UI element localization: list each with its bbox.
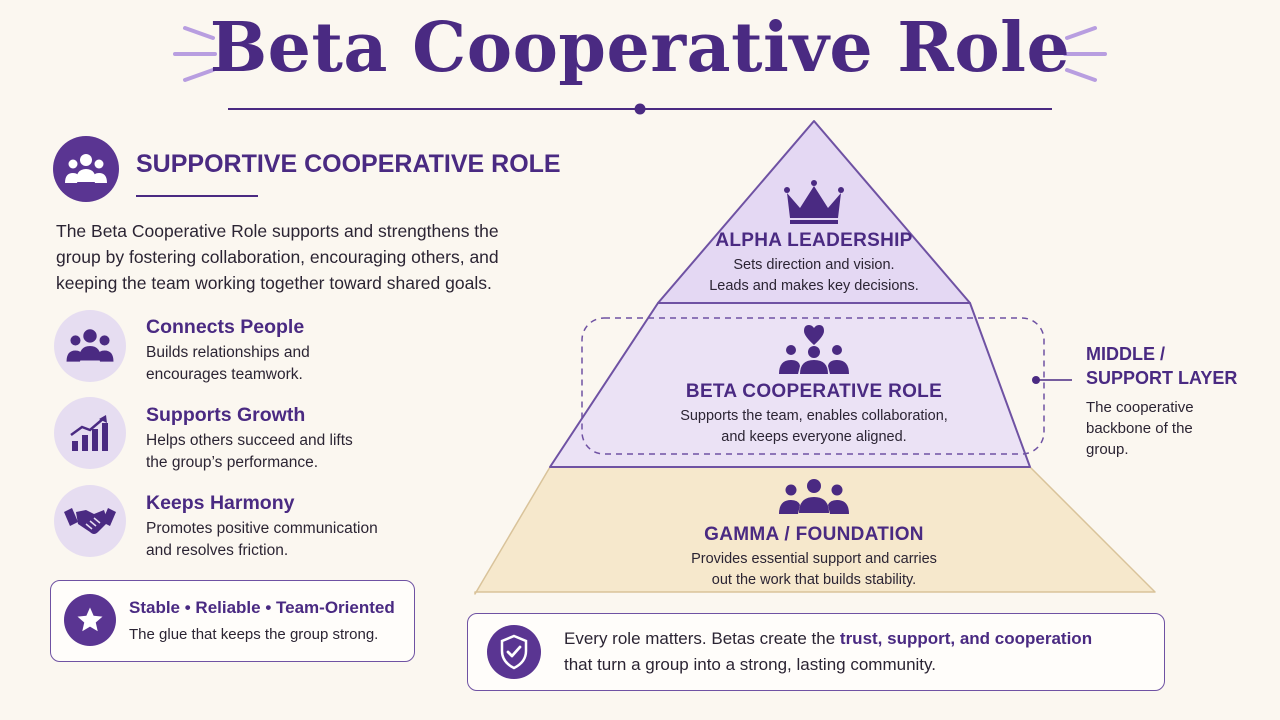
feature-desc-line: and resolves friction. [146, 542, 289, 559]
alpha-desc-line: Sets direction and vision. [733, 257, 895, 273]
beta-desc-line: and keeps everyone aligned. [721, 429, 907, 445]
side-label-title: MIDDLE / [1086, 344, 1165, 364]
feature-growth: Supports Growth Helps others succeed and… [146, 404, 353, 474]
crown-icon [784, 180, 844, 224]
alpha-desc-line: Leads and makes key decisions. [709, 278, 919, 294]
alpha-title: ALPHA LEADERSHIP [715, 230, 913, 251]
traits-box: Stable • Reliable • Team-Oriented The gl… [50, 580, 415, 662]
gamma-title: GAMMA / FOUNDATION [704, 524, 924, 545]
footer-prefix: Every role matters. Betas create the [564, 629, 836, 648]
shield-check-icon [487, 625, 541, 679]
feature-desc-line: encourages teamwork. [146, 366, 303, 383]
footer-highlight: trust, support, and cooperation [839, 629, 1093, 648]
intro-text: The Beta Cooperative Role supports and s… [56, 221, 499, 293]
footer-box: Every role matters. Betas create the tru… [467, 613, 1165, 691]
footer-line-2: that turn a group into a strong, lasting… [564, 655, 936, 674]
feature-desc-line: the group’s performance. [146, 454, 319, 471]
traits-title: Stable • Reliable • Team-Oriented [129, 598, 395, 617]
feature-connects: Connects People Builds relationships and… [146, 316, 310, 386]
growth-chart-icon [70, 415, 108, 451]
footer-line-1: Every role matters. Betas create the tru… [564, 629, 1092, 649]
feature-icon-harmony [54, 485, 126, 557]
feature-desc-line: Promotes positive communication [146, 520, 378, 537]
side-label: MIDDLE / SUPPORT LAYER The cooperative b… [1086, 342, 1266, 460]
heading-underline [136, 195, 258, 197]
feature-desc-line: Helps others succeed and lifts [146, 432, 353, 449]
pyramid-beta-text: BETA COOPERATIVE ROLE Supports the team,… [620, 381, 1008, 448]
section-icon [53, 136, 119, 202]
feature-icon-growth [54, 397, 126, 469]
side-label-desc: backbone of the [1086, 420, 1193, 437]
feature-icon-connects [54, 310, 126, 382]
people-group-icon [66, 329, 114, 362]
people-group-icon [779, 479, 849, 514]
side-label-desc: The cooperative [1086, 399, 1194, 416]
beta-title: BETA COOPERATIVE ROLE [685, 381, 943, 402]
section-heading: SUPPORTIVE COOPERATIVE ROLE [136, 150, 561, 178]
beta-dashed-highlight [581, 317, 1045, 455]
gamma-desc-line: out the work that builds stability. [711, 572, 917, 588]
side-label-title: SUPPORT LAYER [1086, 368, 1238, 388]
beta-desc-line: Supports the team, enables collaboration… [680, 408, 948, 424]
pyramid-gamma-text: GAMMA / FOUNDATION Provides essential su… [600, 524, 1028, 591]
title-decoration [173, 26, 1107, 115]
heart-people-icon [779, 325, 849, 374]
feature-title: Connects People [146, 316, 305, 338]
feature-desc-line: Builds relationships and [146, 344, 310, 361]
star-icon [77, 607, 103, 632]
pyramid-alpha-text: ALPHA LEADERSHIP Sets direction and visi… [664, 230, 964, 297]
star-badge [64, 594, 116, 646]
page-title: Beta Cooperative Role [209, 8, 1071, 88]
feature-harmony: Keeps Harmony Promotes positive communic… [146, 492, 378, 562]
handshake-icon [64, 508, 116, 534]
gamma-desc-line: Provides essential support and carries [691, 551, 937, 567]
feature-title: Supports Growth [146, 404, 306, 426]
feature-title: Keeps Harmony [146, 492, 295, 514]
traits-subtitle: The glue that keeps the group strong. [129, 626, 379, 643]
people-group-icon [65, 154, 107, 183]
side-label-desc: group. [1086, 441, 1129, 458]
